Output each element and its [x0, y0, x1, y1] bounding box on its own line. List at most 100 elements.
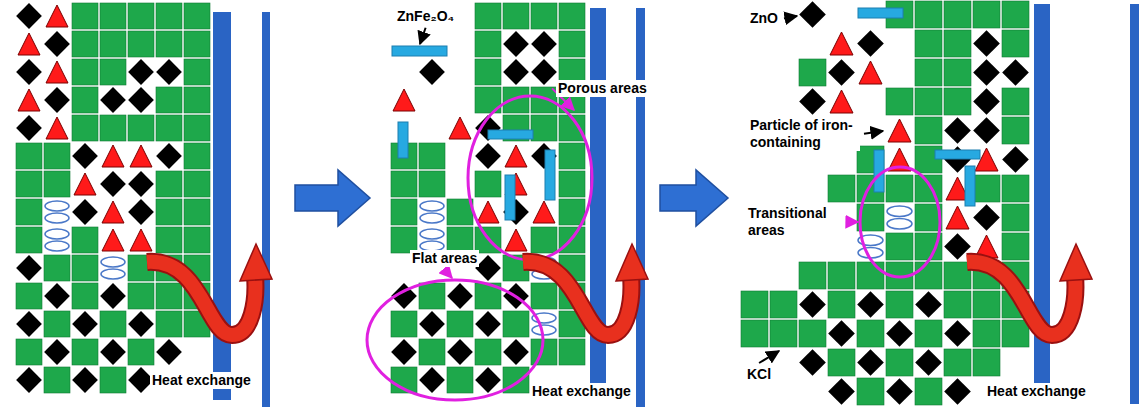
deposit-cell	[857, 378, 884, 405]
deposit-cell	[886, 378, 913, 405]
heat-flow-outline	[967, 262, 1075, 335]
iron-particle	[102, 145, 124, 167]
deposit-cell	[16, 59, 42, 85]
zno-particle	[531, 59, 557, 85]
kcl-particle	[16, 143, 42, 169]
zno-particle	[973, 117, 1000, 144]
kcl-particle	[391, 171, 417, 197]
iron-particle	[859, 61, 882, 84]
deposit-cell	[531, 115, 557, 141]
deposit-cell	[828, 349, 855, 376]
kcl-particle	[828, 349, 855, 376]
zno-particle	[16, 59, 42, 85]
deposit-cell	[944, 320, 971, 347]
deposit-cell	[156, 199, 182, 225]
compound-label: ZnO	[748, 10, 780, 27]
kcl-particle	[944, 349, 971, 376]
zno-particle	[16, 255, 42, 281]
zno-particle	[128, 59, 154, 85]
deposit-cell	[770, 320, 797, 347]
kcl-particle	[799, 262, 826, 289]
kcl-particle	[475, 171, 501, 197]
kcl-particle	[72, 31, 98, 57]
kcl-particle	[1002, 88, 1029, 115]
zno-particle	[944, 117, 971, 144]
compound-label: KCl	[745, 366, 773, 383]
deposit-cell	[16, 3, 42, 29]
deposit-cell	[46, 61, 68, 83]
deposit-cell	[503, 87, 529, 113]
deposit-cell	[1002, 233, 1029, 260]
zno-particle	[828, 378, 855, 405]
deposit-cell	[156, 339, 182, 365]
deposit-cell	[16, 143, 42, 169]
deposit-cell	[915, 378, 942, 405]
deposit-cell	[559, 143, 585, 169]
deposit-cell	[184, 227, 210, 253]
iron-particle	[18, 89, 40, 111]
deposit-cell	[391, 171, 417, 197]
deposit-cell	[420, 229, 444, 251]
leader-group	[420, 16, 883, 363]
kcl-particle	[828, 291, 855, 318]
iron-particle	[130, 229, 152, 251]
zno-particle	[72, 367, 98, 393]
iron-particle	[946, 206, 969, 229]
zno-particle	[44, 87, 70, 113]
deposit-cell	[475, 311, 501, 337]
deposit-cell	[559, 199, 585, 225]
deposit-cell	[799, 349, 826, 376]
deposit-cell	[531, 227, 557, 253]
void-bubble	[45, 229, 69, 239]
heat-flow-body	[967, 262, 1075, 335]
kcl-particle	[770, 320, 797, 347]
deposit-cell	[72, 283, 98, 309]
heat-flow-body	[523, 262, 631, 335]
deposit-cell	[44, 311, 70, 337]
iron-particle	[18, 33, 40, 55]
tube-wall	[636, 8, 645, 407]
deposit-cell	[741, 320, 768, 347]
deposit-cell	[44, 171, 70, 197]
kcl-particle	[973, 320, 1000, 347]
kcl-particle	[156, 31, 182, 57]
deposit-cell	[128, 115, 154, 141]
leader-arrow	[864, 131, 883, 134]
zno-particle	[531, 31, 557, 57]
zno-particle	[16, 115, 42, 141]
heat-flow-head	[1060, 244, 1092, 281]
deposit-cell	[886, 175, 913, 202]
kcl-particle	[156, 171, 182, 197]
kcl-particle	[156, 3, 182, 29]
deposit-cell	[944, 59, 971, 86]
kcl-particle	[915, 88, 942, 115]
leader-arrow	[784, 16, 797, 18]
deposit-cell	[100, 87, 126, 113]
deposit-cell	[944, 88, 971, 115]
deposit-cell	[72, 255, 98, 281]
kcl-particle	[503, 3, 529, 29]
void-bubble	[420, 201, 444, 211]
deposit-cell	[44, 339, 70, 365]
deposit-cell	[944, 291, 971, 318]
deposit-cell	[475, 59, 501, 85]
deposit-cell	[973, 320, 1000, 347]
kcl-particle	[100, 31, 126, 57]
deposit-cell	[799, 262, 826, 289]
kcl-particle	[857, 378, 884, 405]
deposit-cell	[915, 59, 942, 86]
zno-particle	[915, 349, 942, 376]
zno-particle	[128, 87, 154, 113]
heat-label: Heat exchange	[530, 383, 633, 400]
kcl-particle	[128, 283, 154, 309]
deposit-cell	[887, 206, 912, 229]
deposit-cell	[859, 61, 882, 84]
iron-particle	[393, 89, 415, 111]
zno-particle	[72, 311, 98, 337]
deposit-cell	[419, 367, 445, 393]
tube-wall	[1130, 4, 1139, 404]
deposit-cell	[156, 283, 182, 309]
deposit-cell	[156, 87, 182, 113]
deposit-cell	[973, 59, 1000, 86]
